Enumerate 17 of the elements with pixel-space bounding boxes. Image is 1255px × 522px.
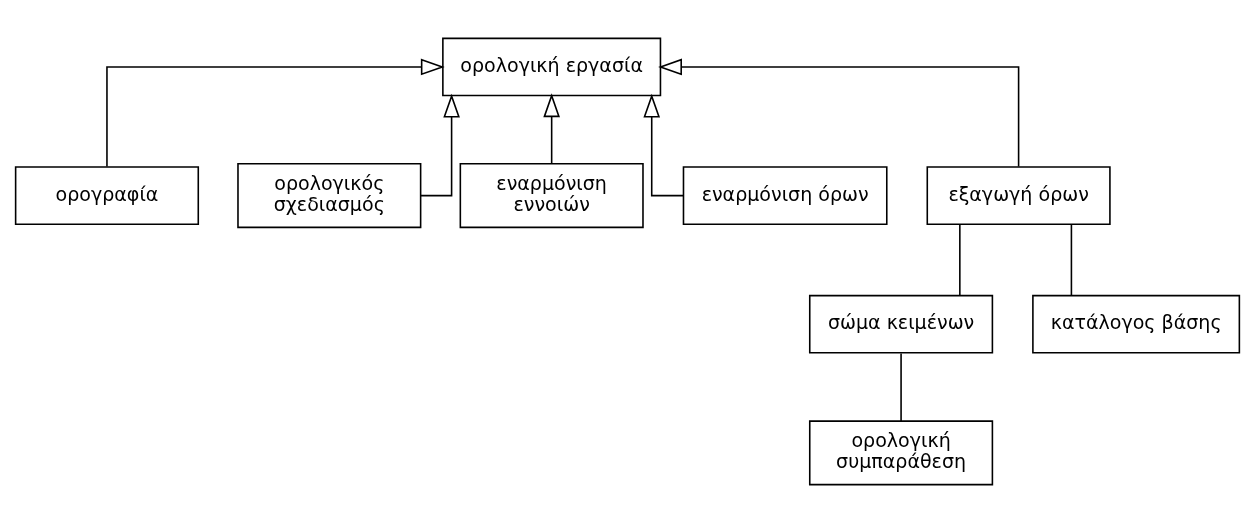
arrow [106,58,445,167]
node-box: ορολογική εργασία [442,37,662,96]
node-box: κατάλογος βάσης [1032,294,1241,354]
node-box: εναρμόνιση εννοιών [459,162,644,228]
arrow [543,92,560,165]
node-box: σώμα κειμένων [808,294,994,354]
node-box: εναρμόνιση όρων [682,165,888,225]
node-box: εξαγωγή όρων [926,165,1111,225]
node-box: ορολογικός σχεδιασμός [237,162,422,228]
node-box: ορογραφία [14,165,200,225]
connector [900,352,902,422]
arrow [658,58,1020,167]
node-box: ορολογική συμπαράθεση [808,419,994,485]
arrow [419,93,460,196]
connector [959,223,961,296]
arrow [643,93,685,196]
connector [1070,223,1073,296]
